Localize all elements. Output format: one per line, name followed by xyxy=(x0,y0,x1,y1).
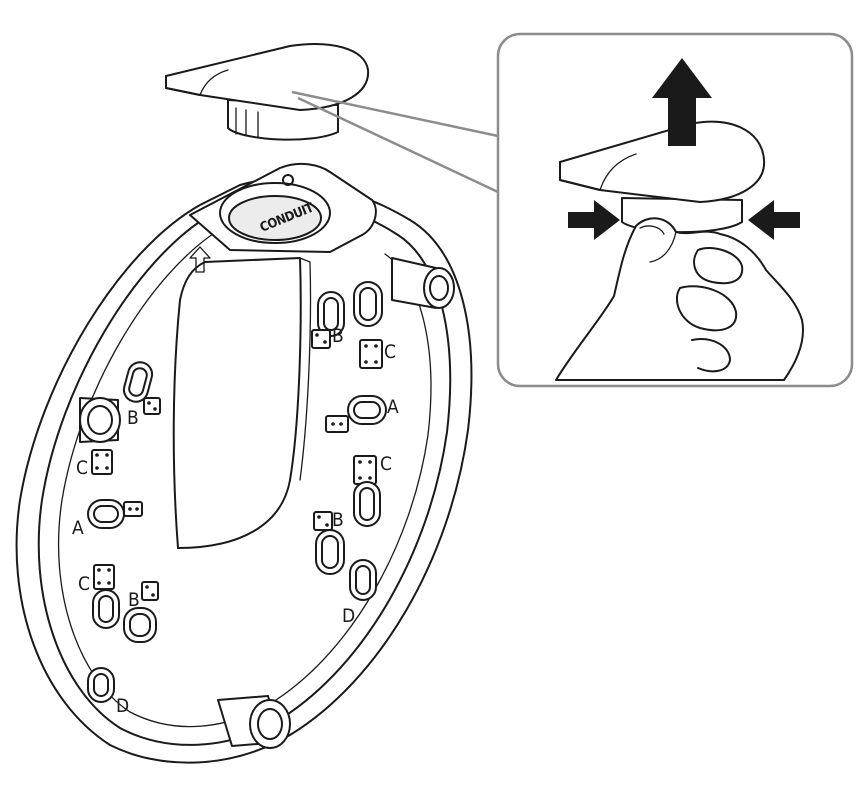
label-right-c1: C xyxy=(384,341,396,363)
label-right-b1: B xyxy=(332,325,344,347)
tab-screw-hole xyxy=(282,174,294,186)
label-left-b2: B xyxy=(128,589,140,611)
mounting-plate: CONDUIT xyxy=(15,162,473,764)
boss-bottom xyxy=(217,695,291,749)
callout-cap-top xyxy=(559,120,766,203)
arrow-up-icon xyxy=(652,58,712,146)
mount-holes-left xyxy=(87,361,161,703)
label-right-c2: C xyxy=(380,453,392,475)
arrow-left-icon xyxy=(748,200,800,240)
label-right-b2: B xyxy=(332,509,344,531)
conduit-cap xyxy=(165,43,370,141)
label-left-d: D xyxy=(116,695,129,717)
detail-callout xyxy=(496,32,854,388)
opening-depth xyxy=(299,257,312,481)
cap-top xyxy=(165,43,370,111)
callout-connector xyxy=(291,90,499,194)
label-right-d: D xyxy=(342,605,355,627)
mount-holes-right xyxy=(311,281,387,601)
label-left-a: A xyxy=(72,517,84,539)
conduit-port-ring xyxy=(228,195,322,241)
arrow-right-icon xyxy=(568,200,620,240)
label-left-c1: C xyxy=(76,457,88,479)
conduit-port-inner xyxy=(229,196,321,240)
label-left-b1: B xyxy=(127,407,139,429)
label-left-c2: C xyxy=(78,573,90,595)
boss-left xyxy=(79,397,121,443)
central-opening xyxy=(172,257,302,549)
label-right-a: A xyxy=(387,396,399,418)
plate-up-arrow-icon xyxy=(189,246,211,273)
hand-illustration xyxy=(555,217,804,381)
boss-top-right xyxy=(391,257,455,309)
